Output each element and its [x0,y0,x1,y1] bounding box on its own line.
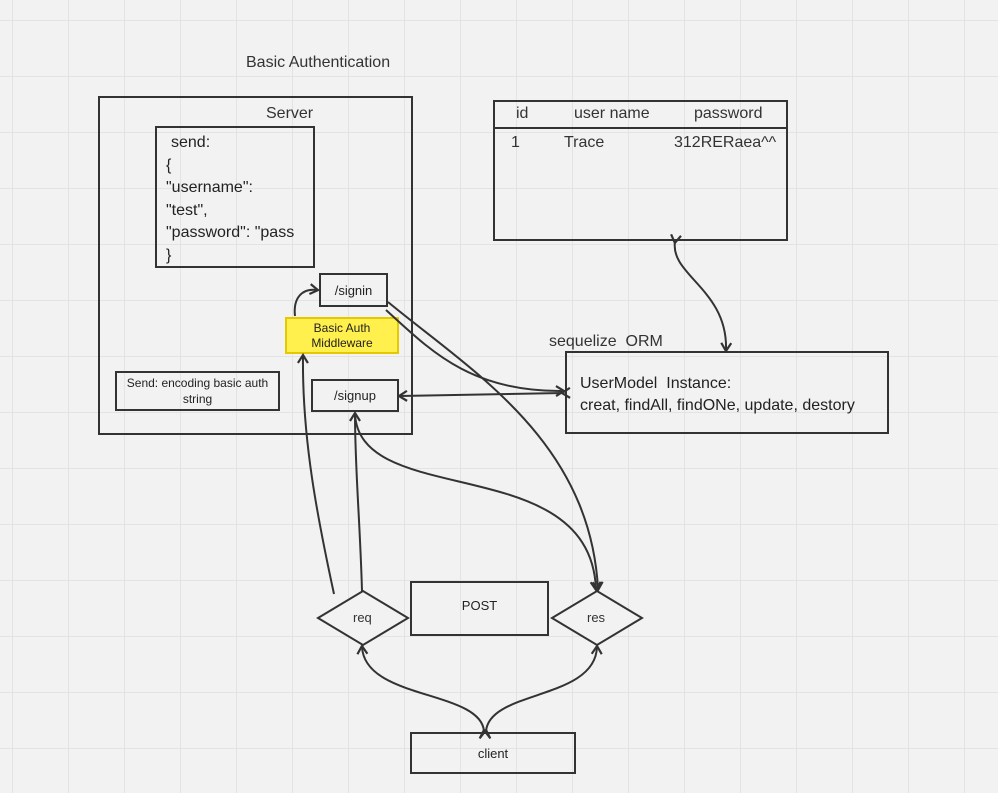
encoding-note-box[interactable]: Send: encoding basic auth string [115,371,280,411]
arrow-client-req [362,647,484,731]
table-header-id: id [516,105,529,122]
req-diamond[interactable] [316,589,410,647]
orm-label: sequelize ORM [549,333,663,350]
send-line-1: send: [171,134,211,151]
send-line-3: "username": [166,179,253,196]
orm-line-1: UserModel Instance: [580,375,732,392]
req-label: req [353,610,372,625]
res-label: res [587,610,606,625]
middleware-label-line-1: Basic Auth [313,320,371,335]
arrow-orm-signup [400,393,563,396]
basic-auth-middleware-box[interactable]: Basic Auth Middleware [285,317,399,354]
signup-label: /signup [334,388,376,403]
table-cell-username: Trace [564,134,605,151]
signin-label: /signin [334,282,373,298]
diagram-title: Basic Authentication [246,54,391,71]
res-diamond[interactable] [550,589,644,647]
arrow-req-to-middleware [303,356,335,595]
post-method-box[interactable]: POST [410,581,549,636]
server-label: Server [266,105,314,122]
middleware-label-line-2: Middleware [311,335,373,350]
send-line-4: "test", [166,201,208,219]
arrow-middleware-to-signin [293,290,317,317]
arrow-table-orm [675,242,726,350]
arrow-signin-to-res [387,301,598,589]
users-table-header-divider [495,127,786,129]
orm-line-2: creat, findAll, findONe, update, destory [580,397,855,414]
send-line-5: "password": "pass [166,224,295,241]
arrow-req-to-signup [355,414,363,592]
table-header-username: user name [574,105,650,122]
arrow-client-res [486,647,597,731]
table-cell-password: 312RERaea^^ [674,134,777,151]
server-container[interactable] [98,96,413,435]
send-payload-box[interactable]: send: { "username": "test", "password": … [155,126,315,268]
arrow-signup-to-res [354,413,596,589]
users-table-box[interactable] [493,100,788,241]
post-label: POST [461,598,498,613]
table-header-password: password [694,105,763,122]
encoding-label-line-1: Send: encoding basic auth [126,376,269,390]
send-line-6: } [166,246,172,264]
client-label: client [477,745,509,761]
table-cell-id: 1 [511,134,520,151]
encoding-label-line-2: string [182,392,213,406]
send-line-2: { [166,156,172,174]
